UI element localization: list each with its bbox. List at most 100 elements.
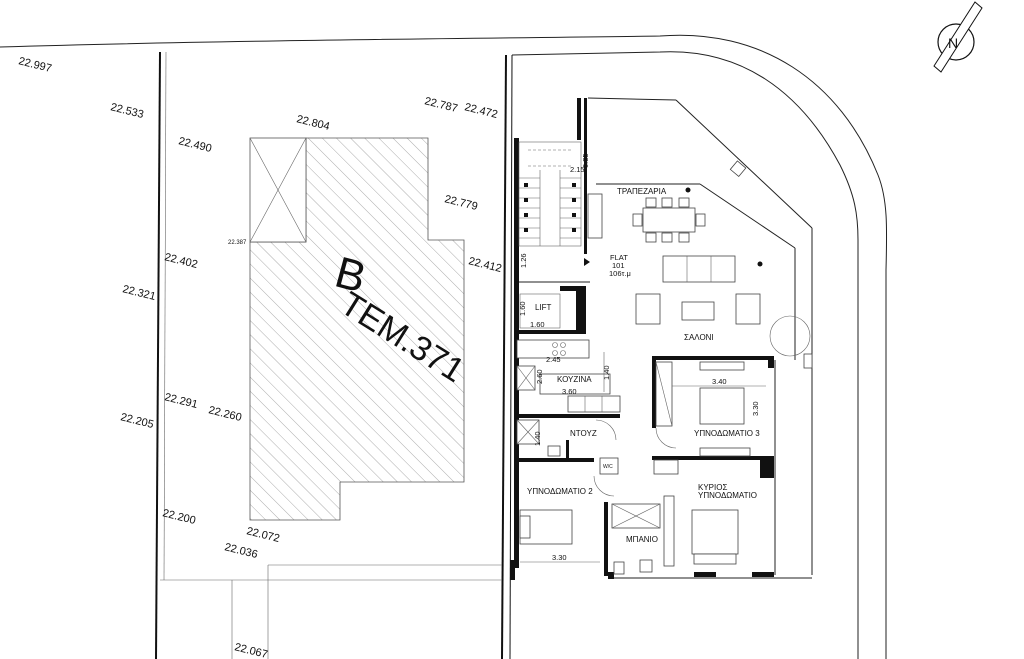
room-master-2: ΥΠΝΟΔΩΜΑΤΙΟ (698, 491, 757, 500)
room-living: ΣΑΛΟΝΙ (684, 333, 714, 342)
dining-table (632, 197, 706, 243)
property-line-mid (501, 54, 507, 659)
lift-shaft-right (560, 286, 586, 291)
dim-stair-width: 2.15 (570, 165, 585, 174)
dim-landing: 1.26 (519, 253, 528, 268)
street-boundary (0, 34, 888, 659)
room-master-1: ΚΥΡΙΟΣ (698, 483, 727, 492)
terrace-edge-diag (675, 99, 813, 229)
room-lift: LIFT (535, 303, 552, 312)
wall-west (514, 138, 519, 568)
bedroom-divider-end (760, 456, 774, 478)
wc-basin (547, 445, 561, 457)
room-bedroom2: ΥΠΝΟΔΩΜΑΤΙΟ 2 (527, 487, 593, 496)
kitchen-counter (516, 339, 590, 359)
level-label: 22.205 (119, 411, 155, 431)
bedroom3-wall-top (652, 356, 772, 360)
door-swing (655, 427, 677, 449)
kitchen-cabinets (567, 395, 621, 413)
bed-2-headboard (514, 514, 519, 540)
staircase (518, 141, 582, 247)
level-label: 22.779 (443, 193, 479, 213)
bed-3 (699, 387, 745, 425)
dim-kitchen-h: 2.60 (535, 369, 544, 384)
level-label: 22.804 (295, 113, 331, 133)
site-boundary-north (511, 51, 859, 659)
level-label: 22.260 (207, 404, 243, 424)
wall-south-c (608, 572, 614, 579)
level-label: 22.387 (228, 240, 247, 246)
dim-stair-height: 0.35 (581, 153, 590, 168)
window-mark (803, 353, 813, 369)
room-bathroom: ΜΠΑΝΙΟ (626, 535, 658, 544)
terrace-planter (769, 315, 811, 357)
level-label: 22.787 (423, 95, 459, 115)
shower-partition (566, 440, 569, 458)
room-dining: ΤΡΑΠΕΖΑΡΙΑ (617, 187, 667, 196)
bath-toilet (613, 561, 625, 575)
dim-kitchen-w: 3.60 (562, 387, 577, 396)
dim-bed3-h: 3.30 (751, 401, 760, 416)
dim-kitchen-b: 1.40 (602, 365, 611, 380)
level-label: 22.072 (245, 525, 281, 545)
compass-label: N (948, 35, 958, 51)
sofa (662, 255, 736, 283)
door-swing (595, 419, 617, 441)
level-label: 22.490 (177, 135, 213, 155)
lift-cabin (519, 293, 561, 329)
bed-master (691, 509, 739, 555)
wall-south-b (752, 572, 774, 577)
entrance-arrow-icon (584, 258, 590, 266)
flat-label: FLAT (610, 253, 628, 262)
divider-cabinet (699, 447, 751, 457)
courtyard-cross-2 (249, 137, 307, 243)
dim-lift-height: 1.60 (518, 301, 527, 316)
lift-shaft-right-v (576, 286, 586, 334)
shower-wall-top (514, 414, 620, 418)
level-label: 22.067 (233, 641, 269, 659)
north-arrow-icon: N (933, 1, 983, 73)
stair-shaft-wall-2 (584, 98, 587, 254)
flat-area: 106τ.μ (609, 269, 631, 278)
hob-icon (552, 342, 566, 356)
dim-shower-h: 1.40 (533, 431, 542, 446)
bedroom3-wall-right (768, 356, 774, 368)
stair-shaft-wall (577, 98, 581, 140)
property-line-b (163, 51, 167, 581)
room-wc: W/C (603, 464, 613, 470)
wall-west-lower (510, 560, 515, 580)
property-line-west (155, 51, 161, 659)
door-swing (593, 475, 615, 497)
window-mark (729, 160, 747, 178)
kitchen-island (539, 373, 611, 395)
property-line-mid-inner (509, 54, 513, 659)
facade-diag (699, 183, 796, 249)
coffee-table (681, 301, 715, 321)
level-label: 22.412 (467, 255, 503, 275)
terrace-edge-top (587, 97, 677, 101)
level-label: 22.200 (161, 507, 197, 527)
level-label: 22.036 (223, 541, 259, 561)
armchair-right (735, 293, 761, 325)
bedroom-divider (652, 456, 774, 460)
master-wardrobe (663, 495, 675, 567)
flat-number: 101 (612, 261, 625, 270)
divider-cabinet (653, 459, 679, 475)
room-kitchen: ΚΟΥΖΙΝΑ (557, 375, 592, 384)
room-shower: ΝΤΟΥΖ (570, 429, 597, 438)
lift-shaft-left (514, 286, 519, 334)
bed-master-pillows (693, 553, 737, 565)
dim-lift-width: 1.60 (530, 320, 545, 329)
light-point (685, 187, 691, 193)
room-bedroom3: ΥΠΝΟΔΩΜΑΤΙΟ 3 (694, 429, 760, 438)
lift-shaft-bottom (514, 330, 586, 334)
dim-kitchen-a: 2.45 (546, 355, 561, 364)
level-label: 22.472 (463, 101, 499, 121)
shower-wall-bottom (514, 458, 594, 462)
level-label: 22.533 (109, 101, 145, 121)
level-label: 22.321 (121, 283, 157, 303)
dining-sideboard (587, 193, 603, 239)
armchair-left (635, 293, 661, 325)
light-point (757, 261, 763, 267)
